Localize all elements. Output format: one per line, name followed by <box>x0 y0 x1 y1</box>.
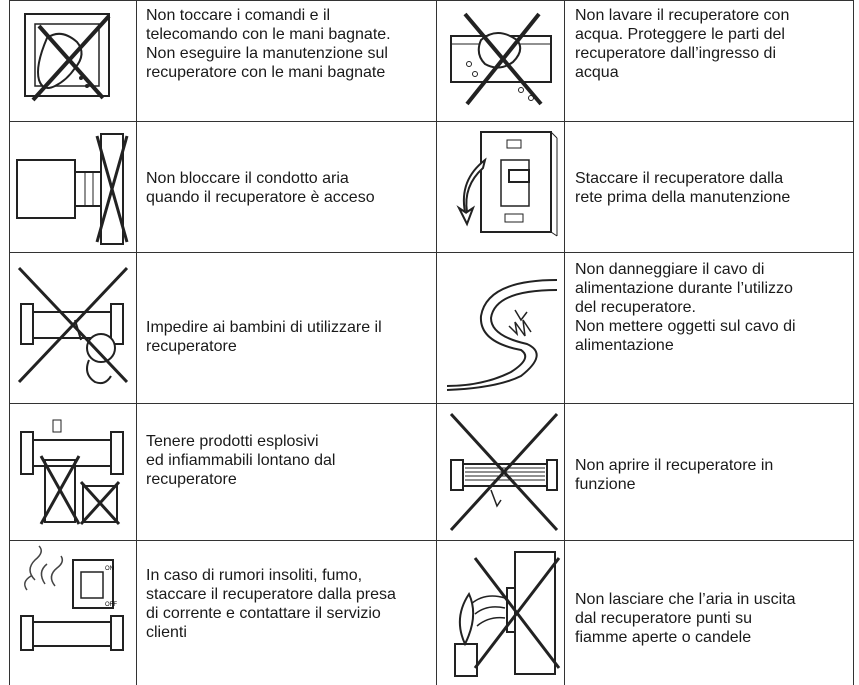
column-divider <box>564 0 565 685</box>
smoke-unplug-icon: ON OFF <box>15 545 131 685</box>
no-open-while-running-icon <box>445 410 561 539</box>
warning-text: Non lavare il recuperatore con acqua. Pr… <box>575 7 790 81</box>
no-block-duct-icon <box>15 128 131 253</box>
row-divider <box>9 0 854 1</box>
no-air-on-flames-icon <box>445 548 563 685</box>
warning-text: Impedire ai bambini di utilizzare il rec… <box>146 319 382 355</box>
no-water-wash-icon <box>445 10 557 115</box>
warning-text: In caso di rumori insoliti, fumo, stacca… <box>146 567 396 641</box>
warning-text: Non lasciare che l’aria in uscita dal re… <box>575 591 796 646</box>
warning-text: Non danneggiare il cavo di alimentazione… <box>575 261 796 354</box>
warning-text: Non toccare i comandi e il telecomando c… <box>146 7 391 81</box>
row-divider <box>9 403 854 404</box>
switch-off-label: OFF <box>105 602 117 608</box>
column-divider <box>9 0 10 685</box>
warning-text: Non aprire il recuperatore in funzione <box>575 457 774 493</box>
row-divider <box>9 121 854 122</box>
column-divider <box>136 0 137 685</box>
unplug-before-maintenance-icon <box>445 128 561 249</box>
wet-hands-no-touch-icon <box>19 8 124 118</box>
no-children-icon <box>15 262 131 399</box>
row-divider <box>9 252 854 253</box>
column-divider <box>436 0 437 685</box>
row-divider <box>9 540 854 541</box>
safety-warnings-table: Non toccare i comandi e il telecomando c… <box>9 0 854 685</box>
warning-text: Non bloccare il condotto aria quando il … <box>146 170 375 206</box>
column-divider <box>853 0 854 685</box>
no-flammable-products-icon <box>15 416 131 533</box>
damaged-cable-icon <box>445 270 561 399</box>
warning-text: Tenere prodotti esplosivi ed infiammabil… <box>146 433 336 488</box>
switch-on-label: ON <box>105 566 114 572</box>
warning-text: Staccare il recuperatore dalla rete prim… <box>575 170 791 206</box>
